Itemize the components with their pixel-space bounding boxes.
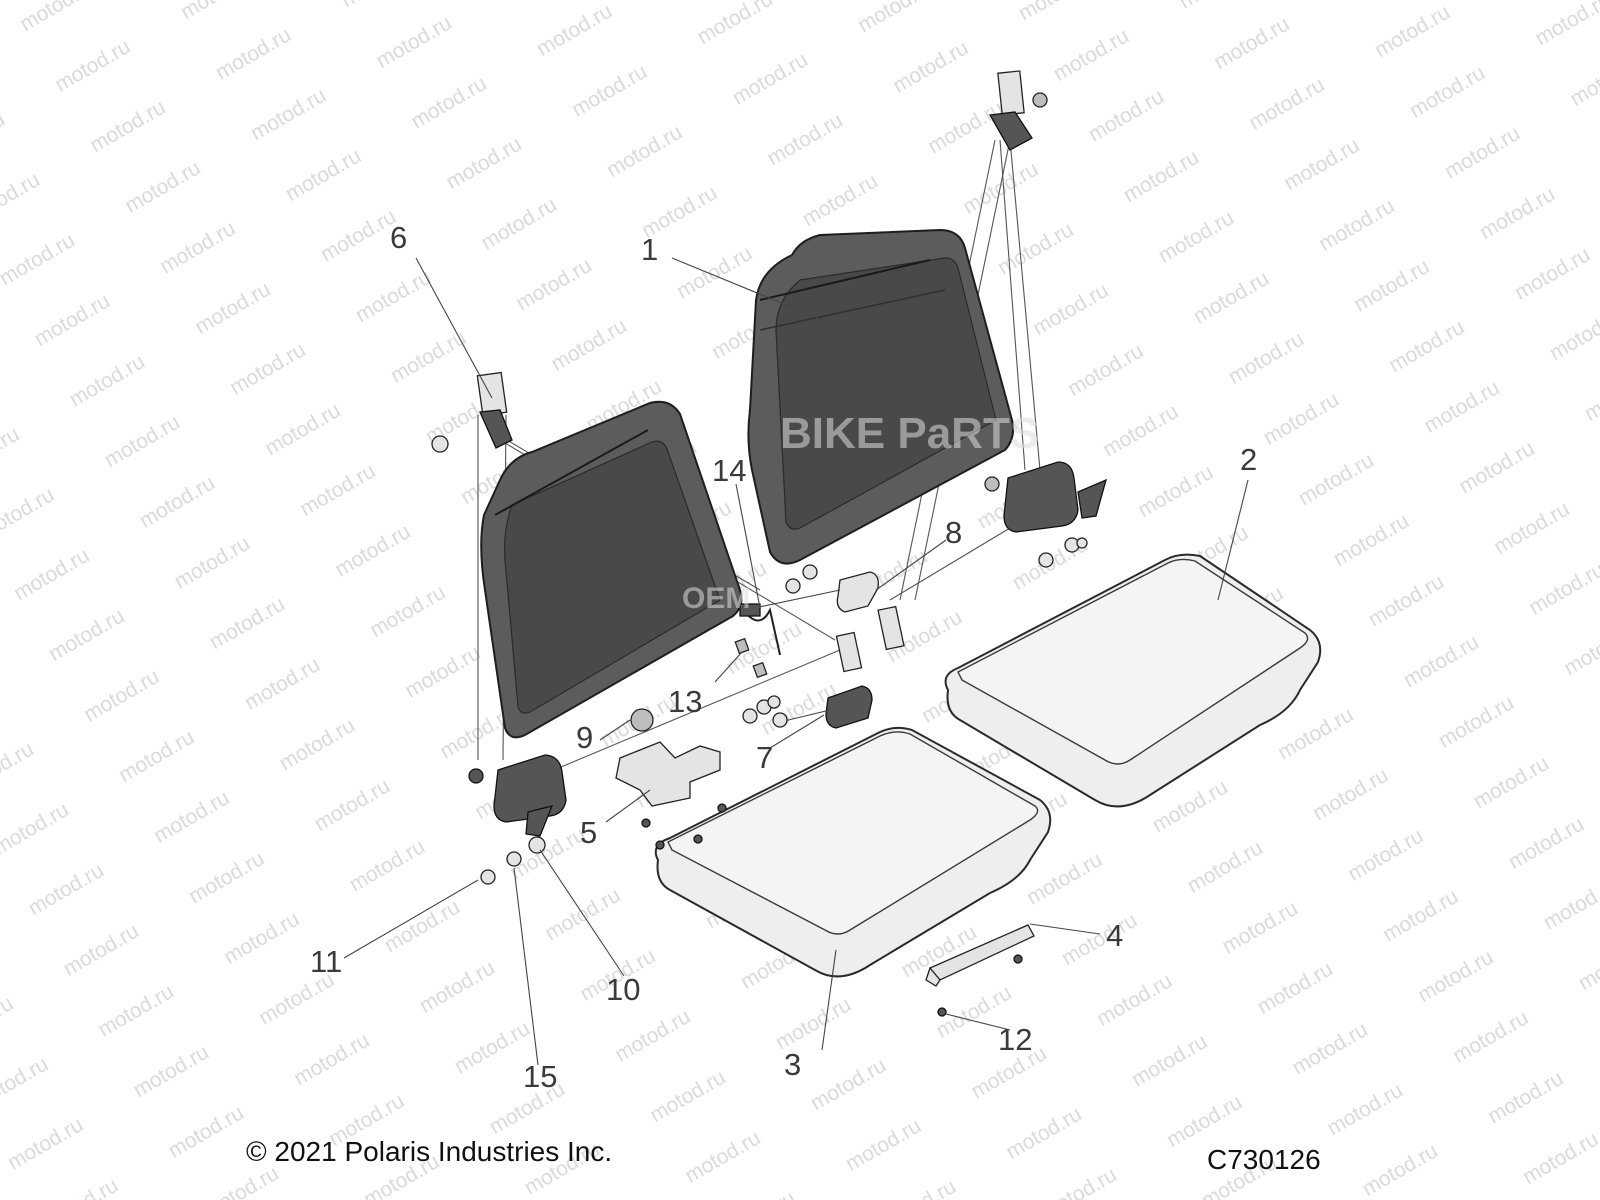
seat-bottom-left <box>654 726 1052 978</box>
upper-belt-anchor-right <box>988 70 1048 151</box>
seat-belt-buckle-harness <box>772 685 873 729</box>
callout-9: 9 <box>576 720 593 755</box>
callout-10: 10 <box>606 972 640 1007</box>
callout-14: 14 <box>712 453 746 488</box>
flange-nut <box>630 708 654 732</box>
callout-6: 6 <box>390 220 407 255</box>
copyright-notice: © 2021 Polaris Industries Inc. <box>246 1136 613 1167</box>
watermark-logo-text: BIKE PaRTS <box>780 409 1039 458</box>
seat-backrest-right <box>747 228 1015 565</box>
callout-1: 1 <box>641 232 658 267</box>
fasteners <box>431 435 1088 1017</box>
callout-4: 4 <box>1106 918 1123 953</box>
watermark-logo-text-2: OEM <box>682 582 750 615</box>
callout-11: 11 <box>310 944 342 979</box>
upper-belt-anchor-left <box>476 371 513 449</box>
buckle-mounting-bracket <box>615 741 721 807</box>
belt-retractor-left <box>493 754 567 837</box>
diagram-code: C730126 <box>1207 1144 1321 1175</box>
belt-retractor-right <box>984 461 1107 533</box>
seat-bottom-right <box>944 553 1322 808</box>
callout-12: 12 <box>998 1022 1032 1057</box>
leader-lines <box>343 257 1249 1066</box>
seat-backrest-left <box>480 400 743 739</box>
seat-mounting-bracket <box>925 924 1035 987</box>
callout-2: 2 <box>1240 442 1257 477</box>
callout-15: 15 <box>523 1059 557 1094</box>
callout-5: 5 <box>580 815 597 850</box>
seat-belt-buckle <box>744 571 905 673</box>
callout-8: 8 <box>945 515 962 550</box>
callout-7: 7 <box>756 740 773 775</box>
watermark-logo: BIKE PaRTS OEM <box>682 409 1039 615</box>
clips <box>734 637 768 679</box>
callout-3: 3 <box>784 1047 801 1082</box>
wire-harness <box>739 603 781 656</box>
callout-13: 13 <box>668 684 702 719</box>
